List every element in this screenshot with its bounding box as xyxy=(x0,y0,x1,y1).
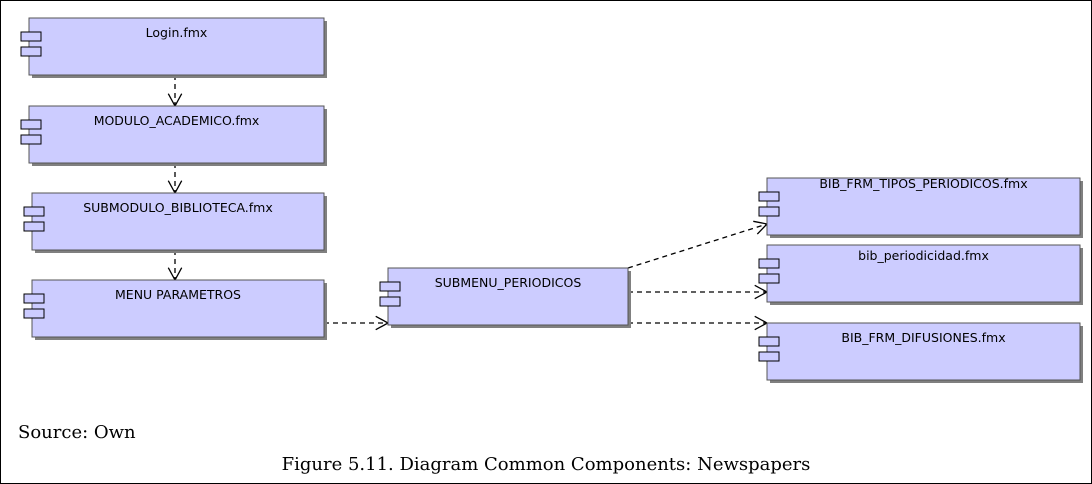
component-tab-icon xyxy=(758,351,780,362)
component-tab-icon xyxy=(758,191,780,202)
component-tab-icon xyxy=(758,336,780,347)
component-box xyxy=(766,322,1081,381)
component-label: SUBMENU_PERIODICOS xyxy=(435,275,582,290)
component-box xyxy=(28,17,325,76)
dependency-edge-menu-submenu xyxy=(324,315,390,331)
component-node-menu: MENU PARAMETROS xyxy=(23,279,327,340)
dependency-edge-submenu-difusiones xyxy=(628,315,769,331)
component-tab-icon xyxy=(23,308,45,319)
component-tab-icon xyxy=(23,221,45,232)
arrowhead-icon xyxy=(753,220,769,235)
dependency-edge-submodulo-menu xyxy=(167,250,183,282)
dependency-edge-submenu-tipos xyxy=(627,220,769,269)
component-label: Login.fmx xyxy=(146,25,208,40)
component-tab-icon xyxy=(20,46,42,57)
component-label: bib_periodicidad.fmx xyxy=(858,248,989,263)
component-tab-icon xyxy=(758,273,780,284)
component-box xyxy=(387,267,629,326)
source-note: Source: Own xyxy=(18,422,136,443)
component-label: BIB_FRM_DIFUSIONES.fmx xyxy=(841,330,1005,345)
component-tab-icon xyxy=(379,281,401,292)
component-box xyxy=(31,279,325,338)
dependency-edge-modulo-submodulo xyxy=(167,163,183,195)
figure-caption: Figure 5.11. Diagram Common Components: … xyxy=(281,454,811,475)
component-node-modulo: MODULO_ACADEMICO.fmx xyxy=(20,105,327,166)
component-label: BIB_FRM_TIPOS_PERIODICOS.fmx xyxy=(819,176,1027,191)
component-label: SUBMODULO_BIBLIOTECA.fmx xyxy=(83,200,273,215)
component-tab-icon xyxy=(379,296,401,307)
dependency-line xyxy=(627,223,768,269)
component-tab-icon xyxy=(20,134,42,145)
dependency-edge-submenu-periodicidad xyxy=(628,284,769,300)
component-node-tipos: BIB_FRM_TIPOS_PERIODICOS.fmx xyxy=(758,176,1083,238)
component-tab-icon xyxy=(20,31,42,42)
component-node-periodicidad: bib_periodicidad.fmx xyxy=(758,244,1083,305)
component-box xyxy=(766,244,1081,303)
component-box xyxy=(31,192,325,251)
component-tab-icon xyxy=(758,258,780,269)
component-box xyxy=(28,105,325,164)
dependency-edge-login-modulo xyxy=(167,75,183,108)
component-node-difusiones: BIB_FRM_DIFUSIONES.fmx xyxy=(758,322,1083,383)
component-tab-icon xyxy=(23,293,45,304)
nodes-layer: Login.fmxMODULO_ACADEMICO.fmxSUBMODULO_B… xyxy=(20,17,1083,383)
component-node-submodulo: SUBMODULO_BIBLIOTECA.fmx xyxy=(23,192,327,253)
component-node-login: Login.fmx xyxy=(20,17,327,78)
component-diagram: Login.fmxMODULO_ACADEMICO.fmxSUBMODULO_B… xyxy=(20,17,1083,383)
component-tab-icon xyxy=(758,206,780,217)
component-node-submenu: SUBMENU_PERIODICOS xyxy=(379,267,631,328)
component-tab-icon xyxy=(20,119,42,130)
component-label: MENU PARAMETROS xyxy=(115,287,241,302)
component-label: MODULO_ACADEMICO.fmx xyxy=(94,113,260,128)
component-tab-icon xyxy=(23,206,45,217)
